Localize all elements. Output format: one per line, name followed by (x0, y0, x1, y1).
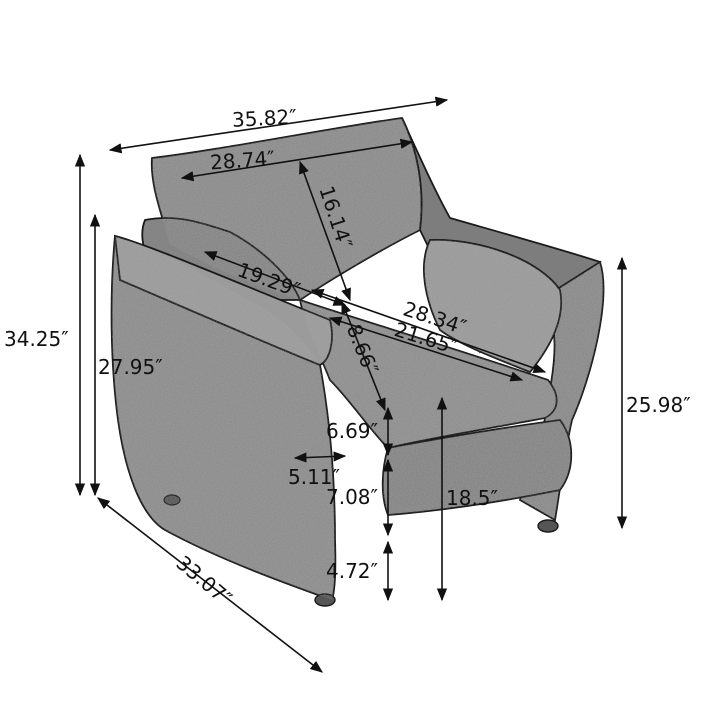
arm-height-label: 27.95″ (98, 355, 163, 379)
front-right-leg (537, 519, 559, 533)
base-height-label: 7.08″ (326, 485, 378, 509)
overall-depth-line (96, 497, 324, 673)
back-height-side-label: 25.98″ (626, 393, 691, 417)
seat-cushion-thickness-label: 6.69″ (326, 419, 378, 443)
overall-height-label: 34.25″ (4, 327, 69, 351)
back-cushion-width-label: 28.74″ (209, 146, 275, 174)
back-cushion-width-line (180, 138, 414, 182)
dimension-lines (74, 96, 628, 673)
overall-width-label: 35.82″ (231, 105, 297, 132)
leg-height-label: 4.72″ (326, 559, 378, 583)
arm-width-label: 5.11″ (288, 465, 340, 489)
seat-height-label: 18.5″ (446, 486, 498, 510)
seat-width-line (328, 316, 524, 382)
overall-width-line (108, 96, 449, 154)
arm-width-line (293, 451, 347, 463)
